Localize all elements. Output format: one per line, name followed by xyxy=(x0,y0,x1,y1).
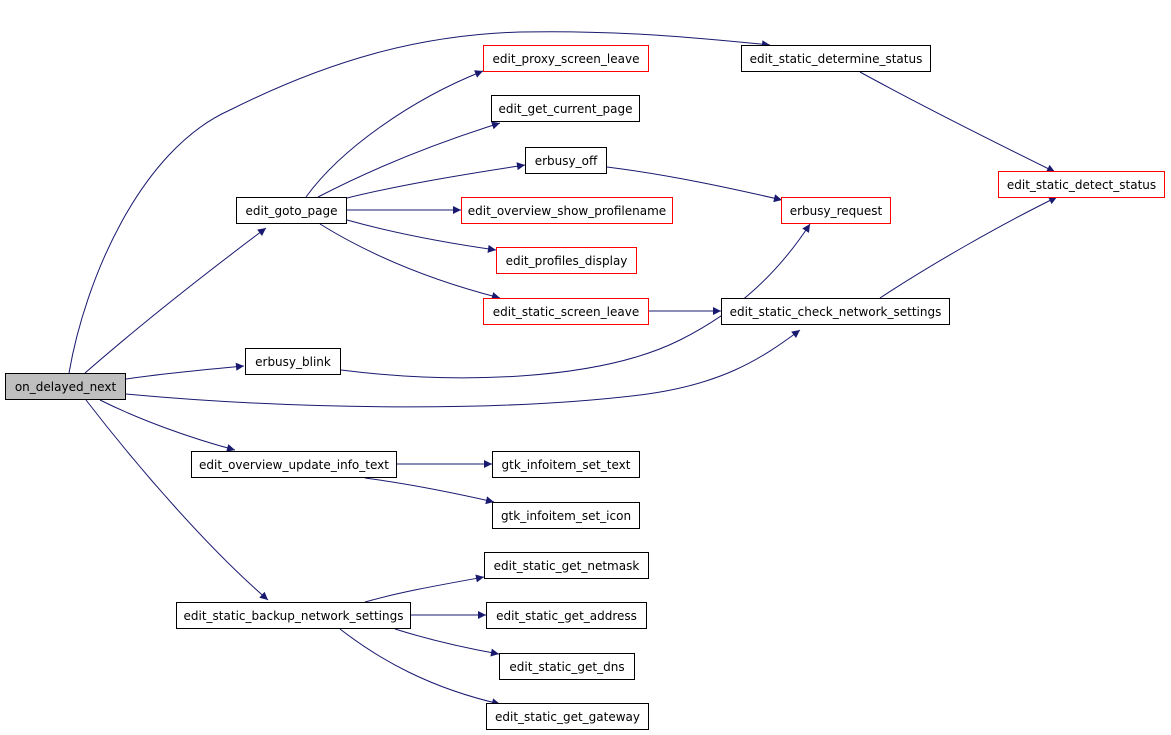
edge-on_delayed_next-to-edit_static_backup_network_settings xyxy=(85,399,269,601)
edge-edit_static_determine_status-to-edit_static_detect_status xyxy=(859,71,1056,173)
node-label: gtk_infoitem_set_icon xyxy=(500,508,632,523)
node-gtk-infoitem-set-text[interactable]: gtk_infoitem_set_text xyxy=(492,451,640,478)
edge-edit_static_check_network_settings-to-edit_static_detect_status xyxy=(879,196,1058,299)
node-edit-goto-page[interactable]: edit_goto_page xyxy=(236,197,347,224)
edge-edit_overview_update_info_text-to-gtk_infoitem_set_icon xyxy=(364,477,495,505)
edge-erbusy_blink-to-erbusy_request xyxy=(340,223,811,379)
node-label: edit_static_get_gateway xyxy=(494,709,641,724)
edge-edit_static_backup_network_settings-to-edit_static_get_gateway xyxy=(339,628,501,707)
node-label: edit_overview_update_info_text xyxy=(199,457,389,472)
node-label: edit_get_current_page xyxy=(498,101,633,116)
node-label: edit_overview_show_profilename xyxy=(467,203,667,218)
node-edit-static-check-network-settings[interactable]: edit_static_check_network_settings xyxy=(721,298,950,325)
node-edit-static-get-gateway[interactable]: edit_static_get_gateway xyxy=(486,703,649,730)
node-edit-profiles-display[interactable]: edit_profiles_display xyxy=(496,247,637,274)
node-label: edit_static_screen_leave xyxy=(492,304,640,319)
node-edit-overview-show-profilename[interactable]: edit_overview_show_profilename xyxy=(461,197,673,224)
node-label: edit_static_check_network_settings xyxy=(729,304,942,319)
edge-on_delayed_next-to-edit_overview_update_info_text xyxy=(99,399,236,452)
node-label: edit_static_backup_network_settings xyxy=(183,608,404,623)
edge-on_delayed_next-to-erbusy_blink xyxy=(125,362,245,380)
node-label: edit_static_detect_status xyxy=(1006,177,1157,192)
node-edit-static-determine-status[interactable]: edit_static_determine_status xyxy=(741,45,931,72)
node-on-delayed-next[interactable]: on_delayed_next xyxy=(5,373,126,400)
edge-on_delayed_next-to-edit_goto_page xyxy=(84,227,267,374)
edge-edit_static_backup_network_settings-to-edit_static_get_dns xyxy=(394,628,500,657)
edge-edit_goto_page-to-edit_proxy_screen_leave xyxy=(305,70,484,198)
edge-edit_goto_page-to-edit_static_screen_leave xyxy=(319,223,501,300)
node-label: edit_static_get_dns xyxy=(509,659,625,674)
node-erbusy-blink[interactable]: erbusy_blink xyxy=(245,348,341,375)
node-edit-static-get-netmask[interactable]: edit_static_get_netmask xyxy=(484,552,649,579)
node-label: erbusy_request xyxy=(789,203,883,218)
node-label: edit_goto_page xyxy=(245,203,338,218)
node-edit-static-get-dns[interactable]: edit_static_get_dns xyxy=(499,653,635,680)
node-edit-proxy-screen-leave[interactable]: edit_proxy_screen_leave xyxy=(483,45,649,72)
edge-edit_goto_page-to-erbusy_off xyxy=(346,162,526,199)
node-erbusy-request[interactable]: erbusy_request xyxy=(781,197,891,224)
node-edit-static-backup-network-settings[interactable]: edit_static_backup_network_settings xyxy=(176,602,411,629)
node-edit-get-current-page[interactable]: edit_get_current_page xyxy=(491,95,640,122)
edge-edit_goto_page-to-edit_get_current_page xyxy=(317,121,501,198)
node-gtk-infoitem-set-icon[interactable]: gtk_infoitem_set_icon xyxy=(492,502,640,529)
node-label: erbusy_off xyxy=(534,153,598,168)
edge-edit_static_backup_network_settings-to-edit_static_get_netmask xyxy=(364,574,485,603)
node-label: edit_proxy_screen_leave xyxy=(492,51,640,66)
node-label: gtk_infoitem_set_text xyxy=(501,457,631,472)
edge-edit_goto_page-to-edit_profiles_display xyxy=(346,219,497,253)
edge-on_delayed_next-to-edit_static_determine_status xyxy=(68,31,771,374)
node-label: edit_static_determine_status xyxy=(749,51,923,66)
node-label: edit_static_get_netmask xyxy=(493,558,640,573)
node-label: edit_static_get_address xyxy=(496,608,637,623)
node-edit-overview-update-info-text[interactable]: edit_overview_update_info_text xyxy=(191,451,397,478)
edge-erbusy_off-to-erbusy_request xyxy=(606,166,783,203)
node-label: on_delayed_next xyxy=(14,379,117,394)
node-label: erbusy_blink xyxy=(255,354,331,369)
node-erbusy-off[interactable]: erbusy_off xyxy=(525,147,607,174)
node-label: edit_profiles_display xyxy=(505,253,628,268)
edge-on_delayed_next-to-edit_static_check_network_settings xyxy=(125,329,801,408)
node-edit-static-detect-status[interactable]: edit_static_detect_status xyxy=(998,171,1165,198)
node-edit-static-screen-leave[interactable]: edit_static_screen_leave xyxy=(483,298,649,325)
node-edit-static-get-address[interactable]: edit_static_get_address xyxy=(486,602,647,629)
